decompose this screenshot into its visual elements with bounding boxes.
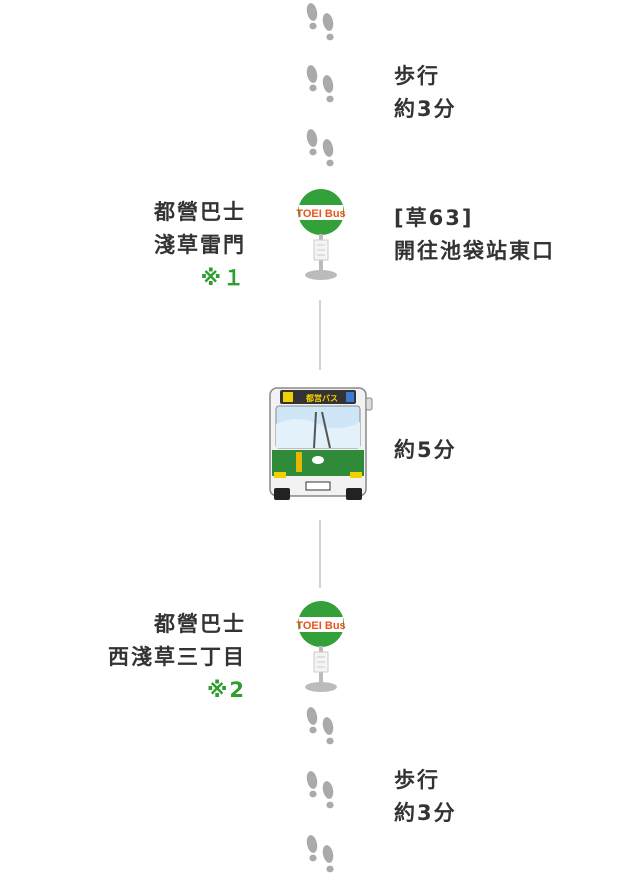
stop-end-note: ※2 [206,678,246,702]
stop-start-station: 淺草雷門 [154,233,246,257]
stop-end-name: 都營巴士 西淺草三丁目 ※2 [108,608,246,707]
footprint-icon [305,2,335,41]
bus-stop-sign-icon: TOEI Bus [296,188,346,288]
walk-time-bottom: 歩行 約3分 [394,764,457,830]
stop-start-name: 都營巴士 淺草雷門 ※１ [154,196,246,295]
stop-start-operator: 都營巴士 [154,200,246,224]
footprint-icon [305,706,335,745]
route-number: [草63] [394,206,474,230]
stop-start-note: ※１ [200,266,246,290]
walk-label: 歩行 [394,64,440,88]
bus-stop-sign-icon: TOEI Bus [296,600,346,700]
walk-duration: 約3分 [394,97,457,121]
footsteps-top [302,0,342,180]
walk-duration: 約3分 [394,801,457,825]
ride-time: 約5分 [394,438,457,462]
route-info: [草63] 開往池袋站東口 [394,202,555,268]
route-destination: 開往池袋站東口 [394,239,555,263]
svg-text:都営バス: 都営バス [305,393,338,403]
footprint-icon [305,64,335,103]
svg-text:TOEI Bus: TOEI Bus [296,620,345,632]
stop-end-operator: 都營巴士 [154,612,246,636]
route-line-lower [319,520,321,588]
footprint-icon [305,770,335,809]
stop-end-station: 西淺草三丁目 [108,645,246,669]
route-line-upper [319,300,321,370]
bus-icon: 都営バス [268,384,374,506]
walk-time-top: 歩行 約3分 [394,60,457,126]
footprint-icon [305,128,335,167]
footsteps-bottom [302,704,342,884]
footprint-icon [305,834,335,873]
walk-label: 歩行 [394,768,440,792]
svg-text:TOEI Bus: TOEI Bus [296,208,345,220]
